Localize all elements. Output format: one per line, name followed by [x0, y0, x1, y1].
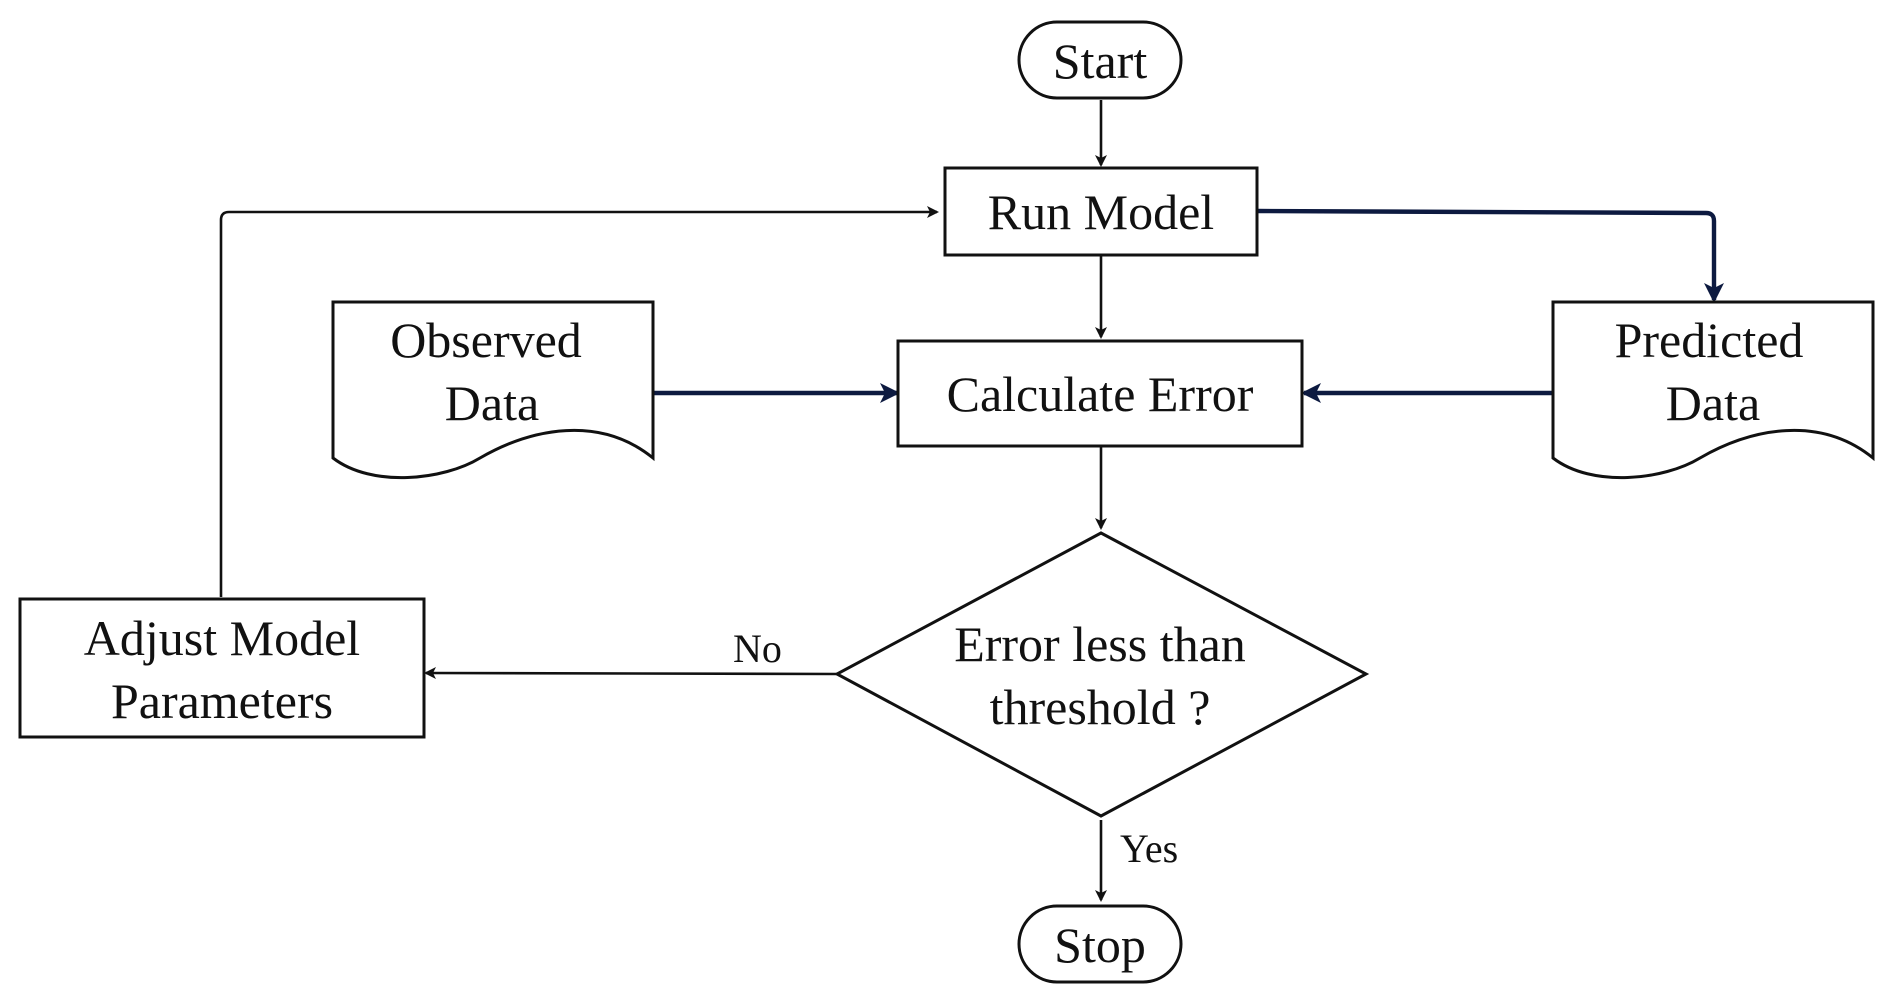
- predicted-data-label-line2: Data: [1666, 375, 1760, 431]
- run-model-label: Run Model: [988, 184, 1214, 240]
- calculate-error-node: Calculate Error: [896, 339, 1304, 448]
- run-model-node: Run Model: [943, 166, 1259, 257]
- adjust-parameters-node: Adjust Model Parameters: [18, 597, 426, 739]
- edge-adjust-to-run-model: [219, 206, 939, 597]
- observed-data-node: Observed Data: [331, 300, 655, 480]
- stop-label: Stop: [1054, 917, 1146, 973]
- start-node: Start: [1017, 20, 1183, 100]
- observed-data-label-line1: Observed: [390, 312, 582, 368]
- adjust-label-line2: Parameters: [111, 673, 333, 729]
- calculate-error-label: Calculate Error: [947, 366, 1254, 422]
- predicted-data-label-line1: Predicted: [1615, 312, 1804, 368]
- edge-decision-to-adjust: [424, 667, 838, 680]
- yes-edge-label: Yes: [1120, 826, 1178, 871]
- decision-node: Error less than threshold ?: [833, 531, 1370, 818]
- adjust-label-line1: Adjust Model: [84, 610, 360, 666]
- observed-data-label-line2: Data: [445, 375, 539, 431]
- stop-node: Stop: [1017, 904, 1183, 984]
- no-edge-label: No: [733, 626, 782, 671]
- decision-label-line1: Error less than: [954, 616, 1246, 672]
- edge-run-model-to-predicted-data: [1256, 208, 1724, 303]
- start-label: Start: [1053, 33, 1148, 89]
- decision-label-line2: threshold ?: [990, 679, 1211, 735]
- predicted-data-node: Predicted Data: [1551, 300, 1875, 480]
